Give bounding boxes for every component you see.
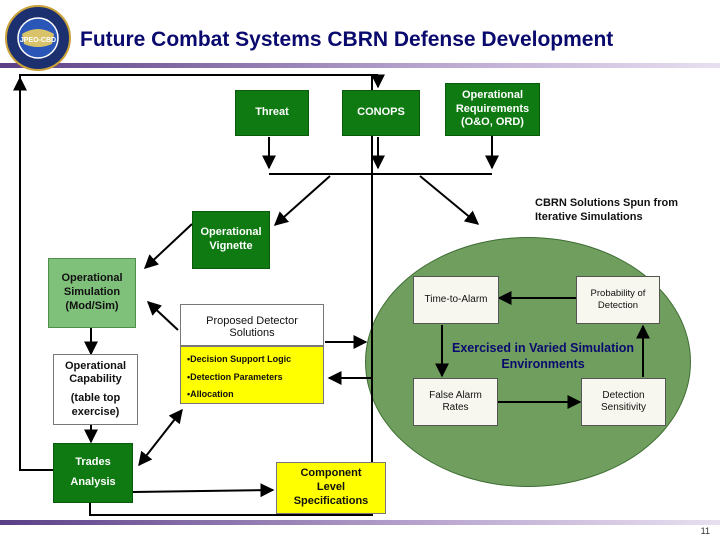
caption-line-1: CBRN Solutions Spun from <box>535 197 678 209</box>
proposed-title-line-1: Proposed Detector <box>206 315 298 327</box>
component-line-1: Component <box>300 467 362 480</box>
operational-simulation-box: Operational Simulation (Mod/Sim) <box>48 258 136 328</box>
proposed-item-detection-params: •Detection Parameters <box>187 371 283 382</box>
opcap-line-4: exercise) <box>71 405 120 418</box>
false-alarm-line-2: Rates <box>442 402 469 413</box>
footer-band <box>0 520 720 525</box>
page-title: Future Combat Systems CBRN Defense Devel… <box>80 28 614 51</box>
false-alarm-line-1: False Alarm <box>429 389 482 401</box>
time-to-alarm-box: Time-to-Alarm <box>413 276 499 324</box>
conops-box: CONOPS <box>342 90 420 136</box>
caption-line-2: Iterative Simulations <box>535 211 643 224</box>
detection-sensitivity-box: Detection Sensitivity <box>581 378 666 426</box>
component-specifications-box: Component Level Specifications <box>276 462 386 514</box>
proposed-detector-items-box: •Decision Support Logic •Detection Param… <box>180 346 324 404</box>
threat-label: Threat <box>255 106 289 119</box>
vignette-line-2: Vignette <box>209 240 253 252</box>
sensitivity-line-1: Detection <box>602 389 645 401</box>
opcap-line-2: Capability <box>69 373 122 386</box>
sensitivity-line-2: Sensitivity <box>600 402 646 413</box>
center-line-2: Environments <box>501 357 585 372</box>
proposed-detector-title-box: Proposed Detector Solutions <box>180 304 324 346</box>
proposed-item-decision-logic: •Decision Support Logic <box>187 354 292 364</box>
op-req-line-2: Requirements <box>455 102 530 115</box>
false-alarm-rates-box: False Alarm Rates <box>413 378 498 426</box>
operational-vignette-box: Operational Vignette <box>192 211 270 269</box>
component-line-3: Specifications <box>293 494 369 507</box>
threat-box: Threat <box>235 90 309 136</box>
center-line-1: Exercised in Varied Simulation <box>451 341 634 355</box>
trades-line-2: Analysis <box>70 476 116 488</box>
opsim-line-3: (Mod/Sim) <box>65 299 119 312</box>
operational-requirements-box: Operational Requirements (O&O, ORD) <box>445 83 540 136</box>
vignette-line-1: Operational <box>200 226 262 239</box>
opsim-line-2: Simulation <box>63 286 121 299</box>
probability-of-detection-box: Probability of Detection <box>576 276 660 324</box>
proposed-item-allocation: •Allocation <box>187 389 234 400</box>
logo-text: JPEO-CBD <box>20 37 56 44</box>
jpeo-seal-icon: JPEO-CBD <box>5 5 71 71</box>
trades-analysis-box: Trades Analysis <box>53 443 133 503</box>
proposed-title-line-2: Solutions <box>229 326 275 339</box>
opcap-line-1: Operational <box>64 359 127 372</box>
probability-line-1: Probability of <box>590 288 646 300</box>
op-req-line-1: Operational <box>461 88 524 101</box>
opcap-line-3: (table top <box>70 392 121 404</box>
opsim-line-1: Operational <box>61 272 123 285</box>
simulation-center-text: Exercised in Varied Simulation Environme… <box>428 340 658 373</box>
simulation-caption: CBRN Solutions Spun from Iterative Simul… <box>535 196 678 225</box>
component-line-2: Level <box>316 481 346 494</box>
conops-label: CONOPS <box>357 106 405 119</box>
operational-capability-box: Operational Capability (table top exerci… <box>53 354 138 425</box>
page-number: 11 <box>700 526 710 536</box>
trades-line-1: Trades <box>75 456 111 469</box>
time-to-alarm-label: Time-to-Alarm <box>424 293 488 305</box>
probability-line-2: Detection <box>597 300 639 311</box>
op-req-line-3: (O&O, ORD) <box>461 116 524 129</box>
header-band <box>0 63 720 68</box>
